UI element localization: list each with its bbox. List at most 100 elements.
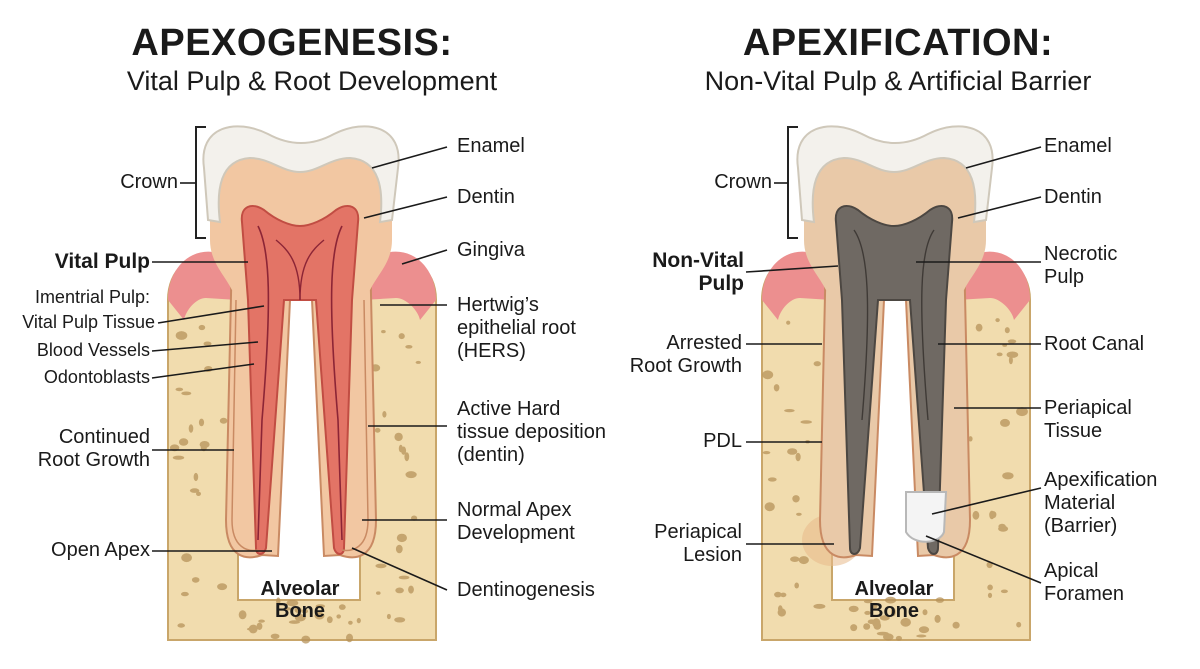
label-enamel: Enamel bbox=[457, 135, 525, 157]
bone-pore bbox=[1000, 418, 1010, 427]
bone-pore bbox=[895, 635, 902, 641]
bone-pore bbox=[415, 360, 421, 364]
vital-pulp bbox=[240, 205, 360, 555]
label-periapical-lesion: Periapical Lesion bbox=[604, 521, 742, 567]
bone-pore bbox=[198, 418, 205, 427]
bone-pore bbox=[968, 436, 973, 442]
bone-pore bbox=[203, 341, 212, 346]
bone-pore bbox=[872, 618, 881, 628]
bone-pore bbox=[386, 613, 391, 620]
label-line: Bone bbox=[869, 600, 919, 622]
label-line: (HERS) bbox=[457, 340, 526, 362]
bone-pore bbox=[395, 544, 403, 554]
bone-pore bbox=[189, 488, 200, 493]
bone-pore bbox=[374, 427, 381, 433]
label-dentinogenesis: Dentinogenesis bbox=[457, 579, 595, 601]
label-apical-foramen: Apical Foramen bbox=[1044, 560, 1124, 606]
bone-pore bbox=[989, 510, 995, 520]
bone-pore bbox=[191, 577, 200, 583]
label-line: Arrested bbox=[666, 332, 742, 354]
bone-pore bbox=[248, 624, 258, 634]
bone-pore bbox=[181, 553, 193, 563]
bone-pore bbox=[848, 605, 859, 613]
bone-pore bbox=[918, 626, 930, 634]
label-crown: Crown bbox=[120, 171, 178, 193]
bone-pore bbox=[883, 633, 894, 641]
bone-pore bbox=[193, 472, 199, 482]
label-line: Material bbox=[1044, 492, 1116, 514]
label-non-vital-pulp: Non-Vital Pulp bbox=[604, 249, 744, 295]
label-line: Apical bbox=[1044, 560, 1099, 582]
bone-pore bbox=[1006, 351, 1019, 358]
bone-pore bbox=[286, 599, 299, 607]
bone-pore bbox=[276, 597, 281, 605]
bone-pore bbox=[394, 617, 406, 623]
leader-lines bbox=[151, 146, 448, 591]
bone-pore bbox=[405, 345, 413, 349]
bone-pore bbox=[336, 614, 342, 619]
bone-pore bbox=[294, 614, 306, 622]
bone-pore bbox=[891, 607, 896, 617]
bone-pore bbox=[219, 417, 228, 424]
bone-pore bbox=[398, 333, 405, 340]
label-enamel: Enamel bbox=[1044, 135, 1112, 157]
apexification-tooth-illustration bbox=[745, 125, 1042, 641]
bone-pore bbox=[995, 318, 1000, 323]
label-continued-root-growth: Continued Root Growth bbox=[10, 426, 150, 472]
bone-pore bbox=[382, 411, 387, 418]
label-line: tissue deposition bbox=[457, 421, 606, 443]
bone-pore bbox=[404, 452, 410, 462]
bone-pore bbox=[922, 609, 928, 616]
bone-pore bbox=[338, 604, 346, 610]
necrotic-pulp bbox=[834, 205, 954, 555]
bone-pore bbox=[798, 556, 809, 565]
bone-pore bbox=[1000, 589, 1008, 594]
bone-pore bbox=[217, 583, 228, 591]
bone-pore bbox=[394, 432, 403, 442]
label-hertwig-root-sheath: Hertwig’s epithelial root (HERS) bbox=[457, 294, 576, 363]
bone-pore bbox=[952, 621, 960, 629]
label-root-canal: Root Canal bbox=[1044, 333, 1145, 355]
panel-subtitle: Vital Pulp & Root Development bbox=[126, 66, 498, 96]
label-periapical-tissue: Periapical Tissue bbox=[1044, 397, 1132, 443]
necrotic-pulp-streak bbox=[853, 229, 869, 421]
apexogenesis-panel: APEXOGENESIS: Vital Pulp & Root Developm… bbox=[10, 22, 606, 644]
bone-pore bbox=[864, 610, 871, 615]
label-line: Periapical bbox=[654, 521, 742, 543]
label-pdl: PDL bbox=[703, 430, 742, 452]
bone-pore bbox=[258, 619, 265, 623]
label-line: Continued bbox=[58, 426, 150, 448]
label-line: Root Growth bbox=[629, 355, 742, 377]
label-line: Alveolar bbox=[260, 578, 340, 600]
bone-pore bbox=[813, 361, 821, 367]
bone-pore bbox=[784, 409, 795, 413]
bone-pore bbox=[998, 523, 1006, 529]
bone-pore bbox=[181, 391, 192, 396]
bone-pore bbox=[787, 448, 798, 455]
necrotic-pulp-streak bbox=[921, 229, 935, 421]
bone-pore bbox=[916, 634, 927, 638]
panel-title: APEXIFICATION: bbox=[742, 22, 1054, 64]
bone-pore bbox=[177, 623, 185, 628]
label-odontoblasts: Odontoblasts bbox=[43, 367, 150, 387]
bone-pore bbox=[395, 587, 404, 594]
bone-pore bbox=[175, 387, 184, 392]
bone-pore bbox=[773, 384, 780, 392]
bone-pore bbox=[199, 441, 210, 448]
label-apexification-material: Apexification Material (Barrier) bbox=[1044, 469, 1157, 538]
label-necrotic-pulp: Necrotic Pulp bbox=[1044, 243, 1117, 289]
enamel bbox=[202, 125, 400, 224]
label-line: Pulp bbox=[1044, 266, 1085, 288]
label-open-apex: Open Apex bbox=[51, 539, 150, 561]
bone-pore bbox=[935, 597, 945, 603]
label-gingiva: Gingiva bbox=[457, 239, 525, 261]
bone-pore bbox=[1007, 339, 1017, 344]
bone-pore bbox=[326, 616, 333, 624]
bone-pore bbox=[934, 614, 941, 623]
bone-pore bbox=[796, 512, 802, 516]
label-line: Periapical bbox=[1044, 397, 1132, 419]
label-line: Pulp bbox=[698, 272, 745, 295]
bone-pore bbox=[1016, 407, 1028, 417]
label-line: epithelial root bbox=[457, 317, 576, 339]
